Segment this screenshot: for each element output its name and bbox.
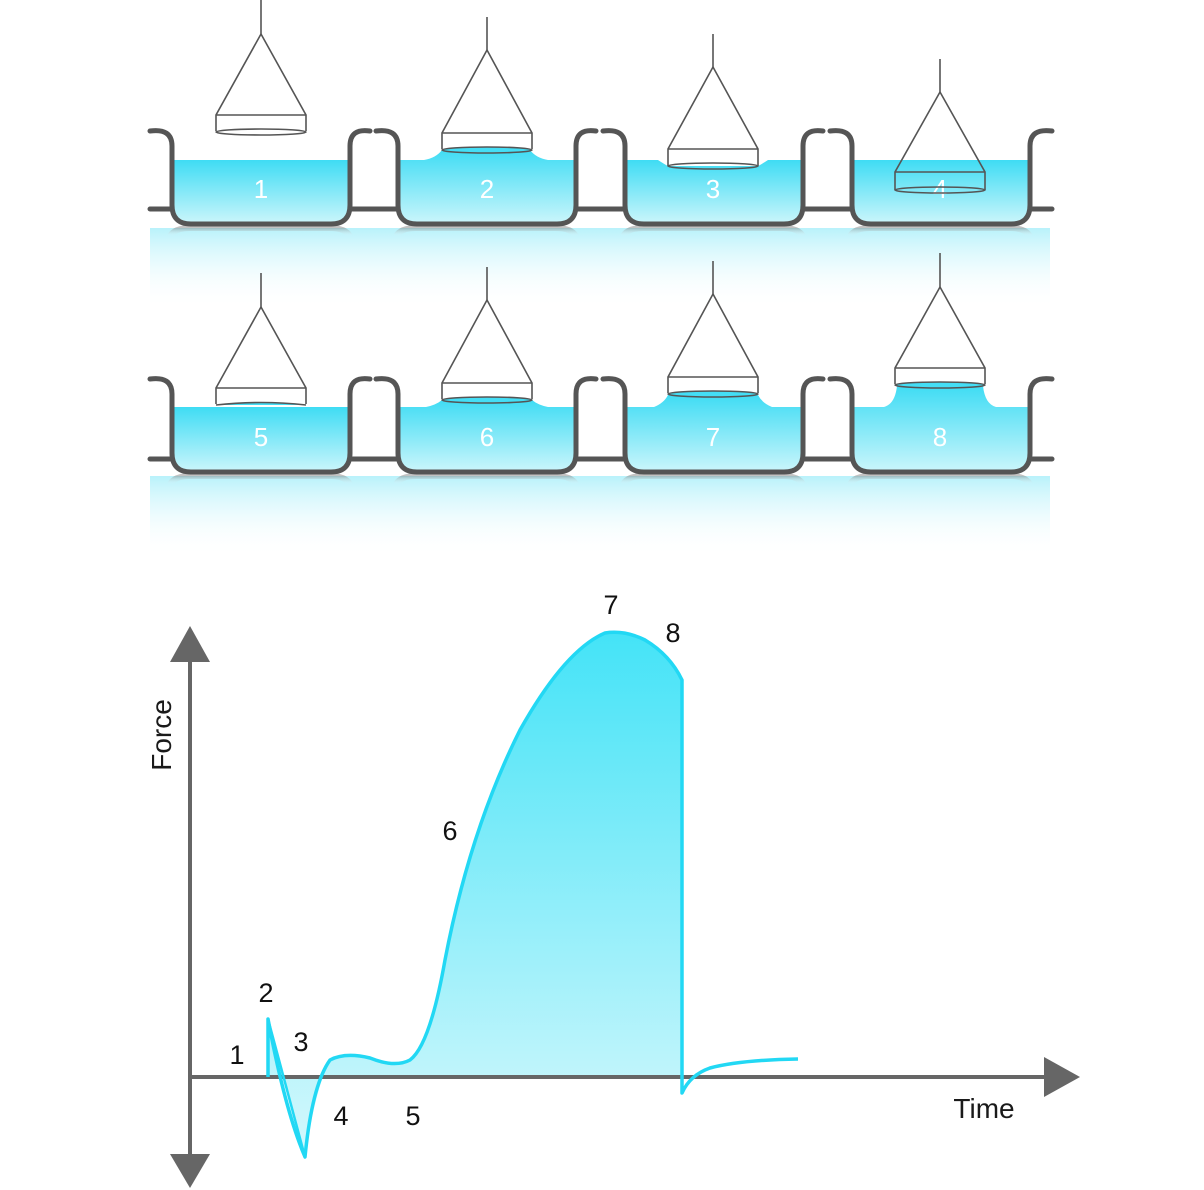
- well-5-label: 5: [254, 422, 268, 452]
- well-7-label: 7: [706, 422, 720, 452]
- well-8: 8: [853, 253, 1028, 470]
- force-time-graph: Force Time 1 2 3 4 5 6 7 8: [146, 590, 1080, 1188]
- well-8-label: 8: [933, 422, 947, 452]
- well-4: 4: [853, 59, 1028, 222]
- wells-row-2: 5 6 7: [147, 253, 1055, 556]
- well-1-label: 1: [254, 174, 268, 204]
- well-5: 5: [174, 273, 348, 470]
- wells-row-1: 1 2 3: [147, 0, 1055, 308]
- well-6-liquid: [400, 400, 574, 470]
- y-axis-arrow-down: [170, 1154, 210, 1188]
- point-label-5: 5: [405, 1101, 420, 1131]
- wilhelmy-plate-7: [667, 261, 759, 398]
- well-6: 6: [400, 267, 574, 470]
- x-axis-arrow: [1044, 1057, 1080, 1097]
- point-label-4: 4: [333, 1101, 348, 1131]
- row-1-outline: [147, 128, 1055, 227]
- y-axis-label: Force: [146, 699, 177, 771]
- well-3-label: 3: [706, 174, 720, 204]
- well-4-label: 4: [933, 174, 947, 204]
- point-label-2: 2: [258, 978, 273, 1008]
- force-curve: [266, 630, 799, 1159]
- row-2-outline: [147, 376, 1055, 475]
- wilhelmy-plate-3: [667, 34, 759, 170]
- well-3: 3: [626, 34, 801, 222]
- well-1-liquid: [174, 160, 348, 222]
- wilhelmy-plate-6: [441, 267, 533, 404]
- point-label-1: 1: [229, 1040, 244, 1070]
- wilhelmy-plate-4: [894, 59, 986, 194]
- well-7: 7: [626, 261, 801, 470]
- row-1-reflection: [150, 228, 1050, 308]
- point-label-7: 7: [603, 590, 618, 620]
- point-label-3: 3: [293, 1027, 308, 1057]
- force-curve-area: [190, 632, 682, 1157]
- well-3-liquid: [626, 160, 801, 222]
- point-label-6: 6: [442, 816, 457, 846]
- well-2-label: 2: [480, 174, 494, 204]
- x-axis-label: Time: [953, 1093, 1014, 1124]
- wilhelmy-plate-1: [215, 0, 307, 136]
- wilhelmy-plate-5: [215, 273, 307, 406]
- force-curve-dip: [266, 1018, 307, 1158]
- well-6-label: 6: [480, 422, 494, 452]
- row-2-reflection: [150, 476, 1050, 556]
- point-label-8: 8: [665, 618, 680, 648]
- well-2-liquid: [400, 150, 574, 222]
- well-5-liquid: [174, 407, 348, 470]
- well-7-liquid: [626, 395, 801, 470]
- y-axis-arrow-up: [170, 626, 210, 662]
- well-2: 2: [400, 17, 574, 222]
- row-1-reflection-outline: [167, 225, 1033, 238]
- wilhelmy-plate-2: [441, 17, 533, 154]
- axes: [188, 650, 1050, 1160]
- row-2-reflection-outline: [167, 473, 1033, 486]
- well-8-liquid: [853, 386, 1028, 470]
- well-1: 1: [174, 0, 348, 222]
- wilhelmy-plate-8: [894, 253, 986, 389]
